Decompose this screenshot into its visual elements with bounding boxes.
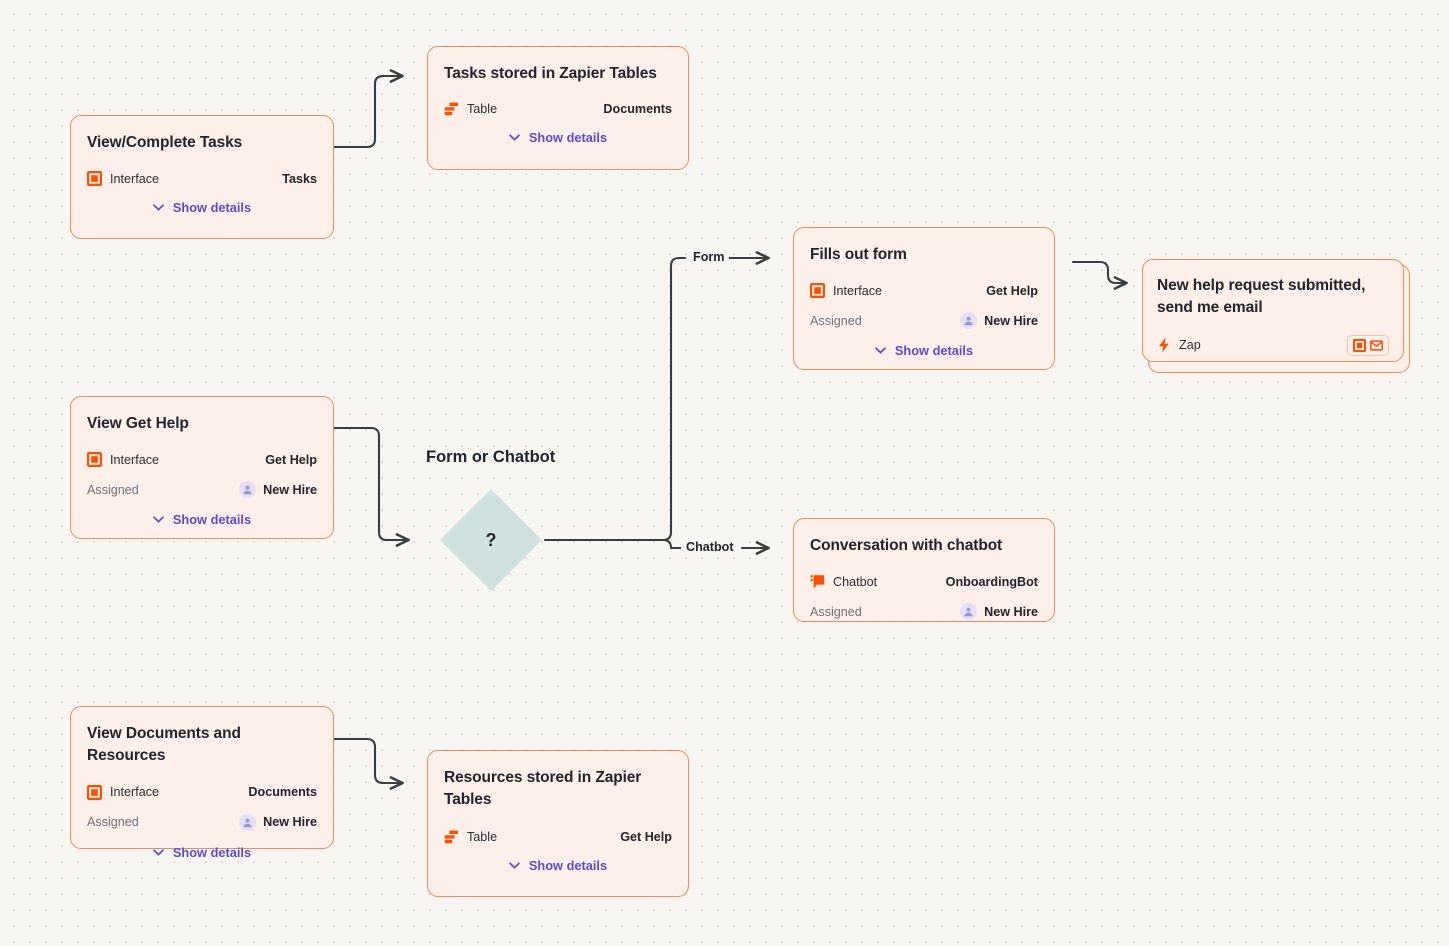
- card-title: Resources stored in Zapier Tables: [444, 769, 642, 809]
- card-resources-stored-in-zapier-tables[interactable]: Resources stored in Zapier Tables Table …: [427, 750, 689, 897]
- show-details-button[interactable]: Show details: [87, 200, 317, 215]
- decision-symbol: ?: [485, 529, 497, 550]
- show-details-label: Show details: [894, 343, 974, 359]
- chevron-down-icon: [153, 204, 164, 211]
- show-details-label: Show details: [172, 844, 252, 860]
- chatbot-icon: [810, 575, 825, 589]
- show-details-button[interactable]: Show details: [87, 512, 317, 527]
- assigned-value: New Hire: [984, 604, 1038, 619]
- card-type-value: Documents: [603, 102, 672, 117]
- card-title: Conversation with chatbot: [810, 537, 1003, 554]
- envelope-icon: [1370, 340, 1383, 351]
- assigned-label: Assigned: [810, 604, 862, 619]
- card-type-value: Get Help: [265, 452, 317, 467]
- chevron-down-icon: [509, 134, 520, 141]
- chevron-down-icon: [875, 347, 886, 354]
- card-type-label: Table: [467, 102, 498, 117]
- card-title: View Get Help: [87, 415, 189, 432]
- card-title: Fills out form: [810, 246, 907, 263]
- interface-icon: [810, 283, 825, 299]
- card-type-value: Tasks: [282, 171, 317, 186]
- card-title: View/Complete Tasks: [87, 134, 243, 151]
- wire-label-chatbot: Chatbot: [681, 540, 739, 554]
- avatar-icon: [960, 312, 978, 330]
- interface-icon: [87, 171, 102, 187]
- card-title: View Documents and Resources: [87, 725, 241, 765]
- card-type-value: Get Help: [620, 829, 672, 844]
- card-assigned-row: Assigned New Hire: [87, 813, 317, 831]
- card-type-value: OnboardingBot: [945, 574, 1038, 589]
- chevron-down-icon: [153, 516, 164, 523]
- avatar-icon: [239, 813, 257, 831]
- card-type-row: Table Get Help: [444, 830, 672, 844]
- card-new-help-request[interactable]: New help request submitted, send me emai…: [1142, 259, 1404, 362]
- assigned-value: New Hire: [263, 815, 317, 830]
- card-type-row: Interface Get Help: [810, 283, 1038, 299]
- card-fills-out-form[interactable]: Fills out form Interface Get Help Assign…: [793, 227, 1055, 370]
- show-details-button[interactable]: Show details: [444, 130, 672, 145]
- card-assigned-row: Assigned New Hire: [810, 312, 1038, 330]
- assigned-value: New Hire: [984, 313, 1038, 328]
- interface-icon: [87, 784, 102, 800]
- avatar-icon: [960, 603, 978, 621]
- card-type-label: Interface: [110, 452, 160, 467]
- assigned-label: Assigned: [810, 313, 862, 328]
- show-details-label: Show details: [172, 512, 252, 528]
- card-type-label: Chatbot: [833, 574, 878, 589]
- card-type-label: Zap: [1179, 338, 1201, 353]
- assigned-label: Assigned: [87, 815, 139, 830]
- chevron-down-icon: [153, 849, 164, 856]
- card-title: Tasks stored in Zapier Tables: [444, 65, 657, 82]
- show-details-label: Show details: [528, 857, 608, 873]
- assigned-value: New Hire: [263, 482, 317, 497]
- card-view-documents-and-resources[interactable]: View Documents and Resources Interface D…: [70, 706, 334, 860]
- card-assigned-row: Assigned New Hire: [810, 603, 1038, 621]
- card-type-row: Chatbot OnboardingBot: [810, 574, 1038, 589]
- wire-label-form: Form: [688, 250, 730, 264]
- show-details-button[interactable]: Show details: [87, 845, 317, 860]
- card-type-row: Table Documents: [444, 102, 672, 116]
- card-type-label: Interface: [110, 171, 160, 186]
- card-conversation-with-chatbot[interactable]: Conversation with chatbot Chatbot Onboar…: [793, 518, 1055, 622]
- card-type-value: Get Help: [986, 283, 1038, 298]
- card-type-label: Table: [467, 829, 498, 844]
- show-details-label: Show details: [172, 200, 252, 216]
- card-view-get-help[interactable]: View Get Help Interface Get Help Assigne…: [70, 396, 334, 539]
- card-type-label: Interface: [833, 283, 883, 298]
- interface-icon: [87, 452, 102, 468]
- card-type-row: Interface Get Help: [87, 452, 317, 468]
- decision-diamond[interactable]: ?: [440, 489, 542, 591]
- card-type-label: Interface: [110, 785, 160, 800]
- show-details-label: Show details: [528, 130, 608, 146]
- card-assigned-row: Assigned New Hire: [87, 481, 317, 499]
- card-type-value: Documents: [248, 785, 317, 800]
- integration-badge-group: [1347, 334, 1389, 356]
- card-type-row: Zap: [1157, 334, 1389, 356]
- table-icon: [444, 830, 458, 844]
- card-title: New help request submitted, send me emai…: [1157, 277, 1366, 317]
- table-icon: [444, 103, 458, 116]
- assigned-label: Assigned: [87, 482, 139, 497]
- show-details-button[interactable]: Show details: [444, 858, 672, 873]
- card-tasks-stored-in-zapier-tables[interactable]: Tasks stored in Zapier Tables Table Docu…: [427, 46, 689, 170]
- decision-title: Form or Chatbot: [426, 448, 556, 466]
- card-type-row: Interface Tasks: [87, 171, 317, 187]
- zap-icon: [1159, 338, 1169, 353]
- card-type-row: Interface Documents: [87, 784, 317, 800]
- avatar-icon: [239, 481, 257, 499]
- chevron-down-icon: [509, 862, 520, 869]
- interface-icon: [1353, 338, 1366, 352]
- show-details-button[interactable]: Show details: [810, 343, 1038, 358]
- card-view-complete-tasks[interactable]: View/Complete Tasks Interface Tasks Show…: [70, 115, 334, 239]
